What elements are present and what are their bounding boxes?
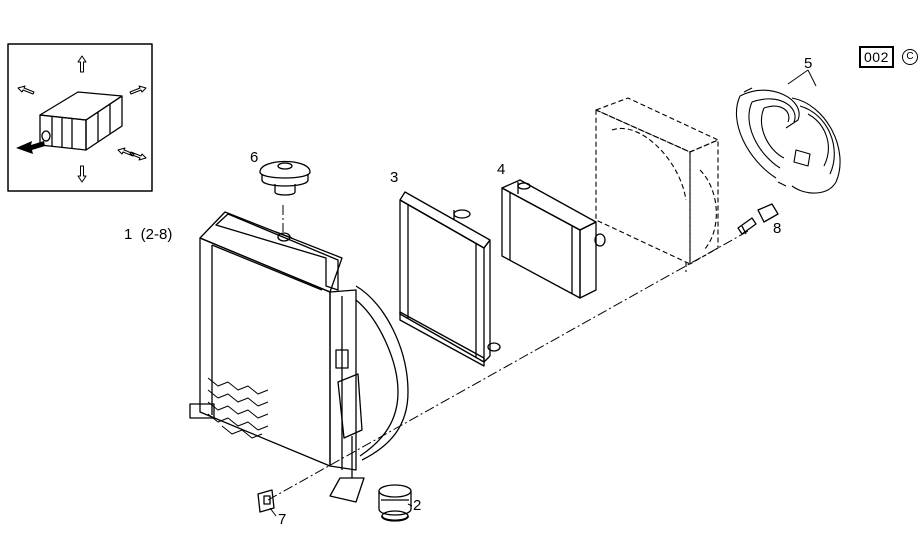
leader-lines (269, 69, 817, 517)
callout-1: 1 (2-8) (124, 226, 173, 243)
part-5-fan-guard (735, 87, 841, 194)
part-1-radiator-housing (189, 211, 409, 503)
callout-2: 2 (413, 497, 422, 514)
inset-airflow-arrow-icon (16, 141, 45, 154)
part-8-fitting (737, 203, 779, 235)
callout-6: 6 (250, 149, 259, 166)
orientation-inset (7, 43, 153, 192)
inset-radiator-block-icon (39, 91, 123, 151)
inset-outward-arrows-icon (17, 55, 147, 183)
part-2-rubber-mount (378, 484, 412, 522)
callout-4: 4 (497, 161, 506, 178)
part-6-radiator-cap (259, 160, 311, 196)
document-code-badge: 002 (859, 46, 894, 68)
callout-8: 8 (773, 220, 782, 237)
assembly-axis (267, 205, 751, 501)
copyright-icon: C (902, 49, 918, 65)
part-7-clip (257, 489, 275, 513)
part-4-intercooler (501, 179, 606, 299)
callout-7: 7 (278, 511, 287, 528)
fan-shroud (595, 97, 719, 272)
callout-3: 3 (390, 169, 399, 186)
part-3-oil-cooler (399, 191, 501, 367)
radiator-core-fins (207, 377, 269, 439)
callout-5: 5 (804, 55, 813, 72)
